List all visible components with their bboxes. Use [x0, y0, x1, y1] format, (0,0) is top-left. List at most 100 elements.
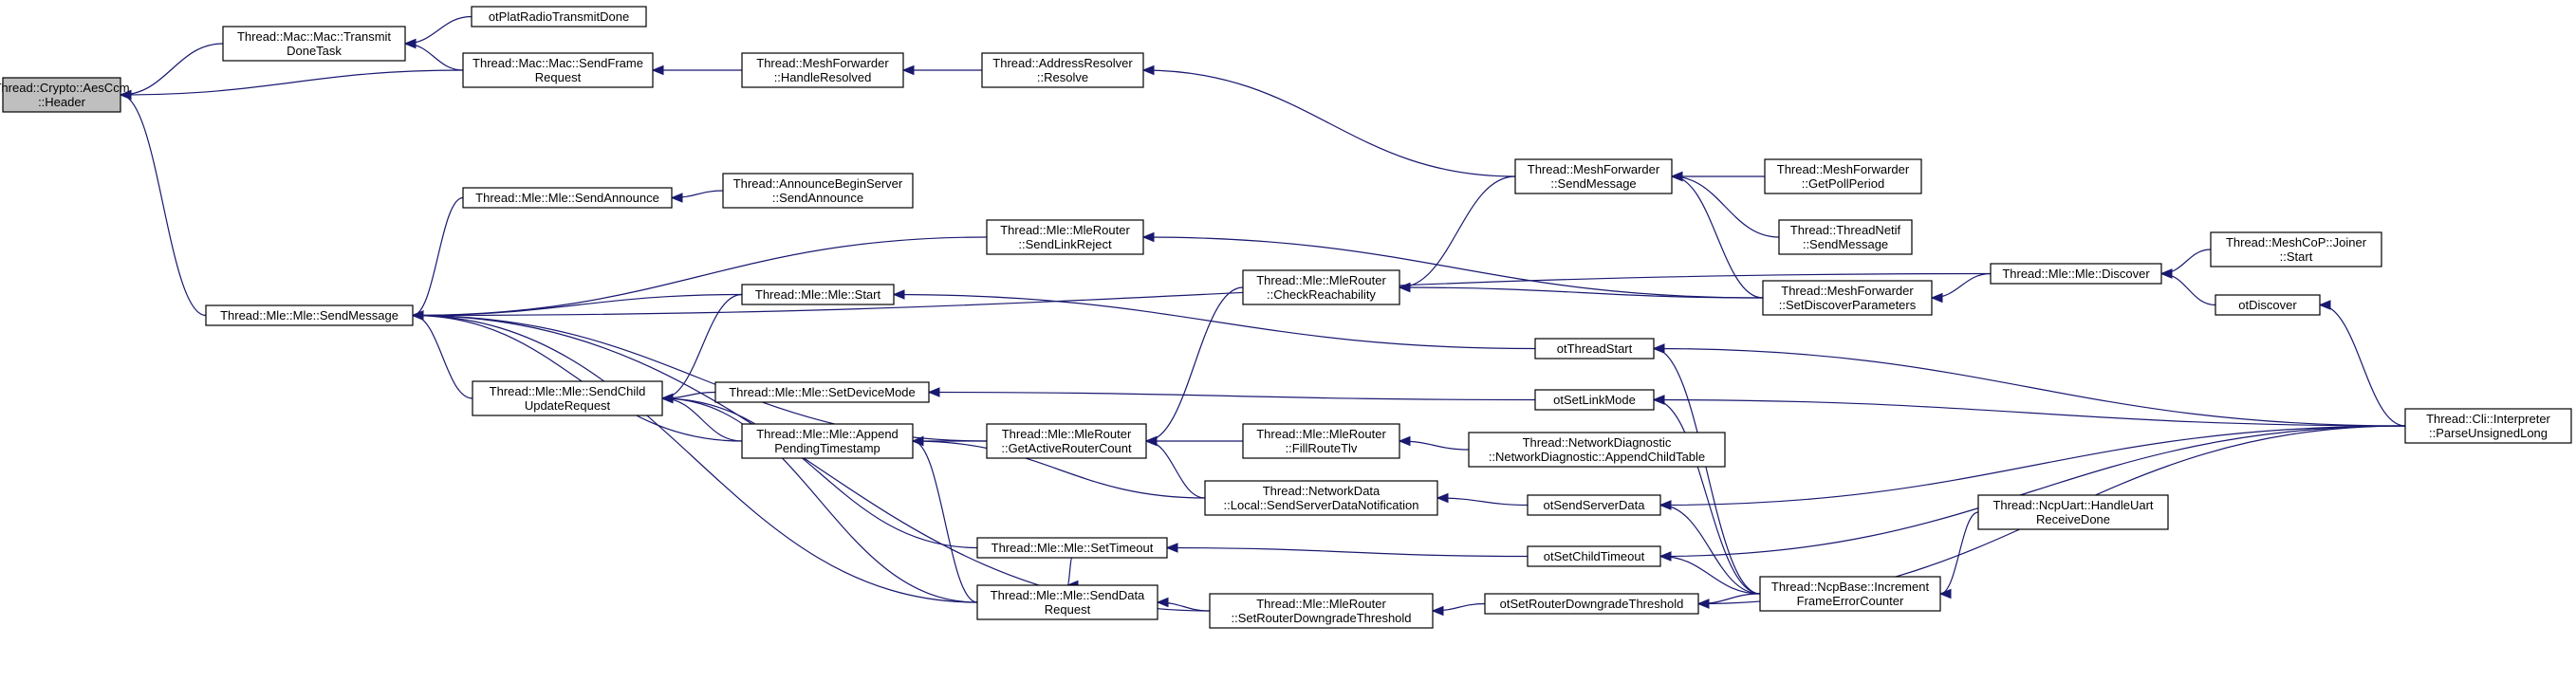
node-ot-plat-radio-transmit-done[interactable]: otPlatRadioTransmitDone	[471, 6, 647, 28]
node-box[interactable]	[1209, 593, 1434, 629]
node-mesh-send-message[interactable]: Thread::MeshForwarder::SendMessage	[1514, 158, 1673, 194]
node-box[interactable]	[1977, 494, 2169, 530]
arrowhead	[1930, 292, 1943, 304]
node-label-line: Thread::Mle::MleRouter	[1256, 273, 1386, 287]
node-label-line: Thread::AddressResolver	[992, 56, 1133, 70]
node-ot-send-server-data[interactable]: otSendServerData	[1527, 494, 1661, 516]
node-box[interactable]	[1514, 158, 1673, 194]
node-box[interactable]	[462, 187, 673, 209]
node-mle-send-announce[interactable]: Thread::Mle::Mle::SendAnnounce	[462, 187, 673, 209]
node-box[interactable]	[741, 52, 904, 88]
node-cli-parse-unsigned-long[interactable]: Thread::Cli::Interpreter::ParseUnsignedL…	[2404, 408, 2572, 444]
call-edge-ncp-increment-frame-err-to-ot-set-child-timeout	[1659, 551, 1761, 595]
call-edge-netdiag-append-child-to-mle-router-fill-route	[1398, 435, 1470, 451]
node-box[interactable]	[1527, 494, 1661, 516]
edge-line	[412, 314, 1211, 612]
node-ot-thread-start[interactable]: otThreadStart	[1534, 338, 1655, 359]
node-box[interactable]	[1204, 480, 1438, 516]
node-box[interactable]	[1762, 280, 1933, 316]
node-thread-netif-send[interactable]: Thread::ThreadNetif::SendMessage	[1778, 219, 1913, 255]
node-mle-router-check-reach[interactable]: Thread::Mle::MleRouter::CheckReachabilit…	[1242, 269, 1400, 305]
node-label-line: Thread::MeshForwarder	[1528, 162, 1660, 176]
arrowhead	[1141, 65, 1155, 76]
node-box[interactable]	[1468, 432, 1726, 468]
node-box[interactable]	[1242, 269, 1400, 305]
node-box[interactable]	[2210, 231, 2382, 267]
node-box[interactable]	[1484, 593, 1699, 615]
node-ot-set-router-downgrade[interactable]: otSetRouterDowngradeThreshold	[1484, 593, 1699, 615]
node-label-line: Thread::Mle::Mle::Start	[755, 287, 881, 302]
node-box[interactable]	[1778, 219, 1913, 255]
node-mesh-set-discover[interactable]: Thread::MeshForwarder::SetDiscoverParame…	[1762, 280, 1933, 316]
arrowhead	[670, 193, 683, 203]
node-label-line: ::ParseUnsignedLong	[2429, 426, 2548, 440]
edge-line	[1671, 175, 1780, 238]
node-box[interactable]	[976, 584, 1158, 620]
node-label-line: Thread::Mac::Mac::SendFrame	[473, 56, 643, 70]
node-box[interactable]	[981, 52, 1144, 88]
node-box[interactable]	[472, 380, 663, 416]
node-ot-set-child-timeout[interactable]: otSetChildTimeout	[1527, 545, 1661, 567]
node-box[interactable]	[1534, 338, 1655, 359]
node-box[interactable]	[976, 537, 1168, 559]
node-box[interactable]	[722, 173, 914, 209]
call-edge-mac-send-frame-request-to-mac-transmit-done	[403, 38, 464, 71]
arrowhead	[911, 435, 924, 447]
node-box[interactable]	[1990, 263, 2162, 285]
node-ot-discover[interactable]: otDiscover	[2215, 294, 2321, 316]
node-box[interactable]	[471, 6, 647, 28]
node-label-line: Thread::Mle::Mle::Discover	[2002, 267, 2150, 281]
arrowhead	[1165, 543, 1178, 553]
edge-line	[1659, 425, 2406, 507]
node-mle-router-active-count[interactable]: Thread::Mle::MleRouter::GetActiveRouterC…	[986, 423, 1147, 459]
node-mle-router-send-link-reject[interactable]: Thread::Mle::MleRouter::SendLinkReject	[986, 219, 1144, 255]
node-box[interactable]	[222, 26, 406, 62]
node-box[interactable]	[986, 423, 1147, 459]
node-box[interactable]	[462, 52, 654, 88]
node-box[interactable]	[1242, 423, 1400, 459]
node-box[interactable]	[1759, 576, 1941, 612]
node-box[interactable]	[1534, 389, 1655, 411]
node-box[interactable]	[741, 284, 895, 305]
node-mle-send-message[interactable]: Thread::Mle::Mle::SendMessage	[205, 304, 414, 326]
node-mle-set-timeout[interactable]: Thread::Mle::Mle::SetTimeout	[976, 537, 1168, 559]
node-label-line: Thread::NetworkData	[1263, 484, 1381, 498]
node-label-line: ::Start	[2280, 249, 2313, 264]
call-edge-netdata-send-server-to-mle-router-active-count	[1144, 435, 1206, 499]
node-ot-set-link-mode[interactable]: otSetLinkMode	[1534, 389, 1655, 411]
node-label-line: ::Resolve	[1037, 70, 1088, 84]
node-announce-begin-server[interactable]: Thread::AnnounceBeginServer::SendAnnounc…	[722, 173, 914, 209]
node-box[interactable]	[741, 423, 914, 459]
node-ncp-increment-frame-err[interactable]: Thread::NcpBase::IncrementFrameErrorCoun…	[1759, 576, 1941, 612]
node-aesccm-header[interactable]: Thread::Crypto::AesCcm::Header	[0, 77, 130, 113]
node-netdiag-append-child[interactable]: Thread::NetworkDiagnostic::NetworkDiagno…	[1468, 432, 1726, 468]
node-box[interactable]	[2404, 408, 2572, 444]
node-netdata-send-server[interactable]: Thread::NetworkData::Local::SendServerDa…	[1204, 480, 1438, 516]
node-mle-start[interactable]: Thread::Mle::Mle::Start	[741, 284, 895, 305]
node-mle-set-device-mode[interactable]: Thread::Mle::Mle::SetDeviceMode	[714, 381, 930, 403]
node-box[interactable]	[1527, 545, 1661, 567]
call-edge-mle-router-set-downgrade-to-mle-send-data-request	[1156, 597, 1211, 612]
node-box[interactable]	[986, 219, 1144, 255]
node-mle-router-set-downgrade[interactable]: Thread::Mle::MleRouter::SetRouterDowngra…	[1209, 593, 1434, 629]
call-edge-announce-begin-server-to-mle-send-announce	[670, 190, 724, 203]
node-box[interactable]	[2, 77, 121, 113]
node-mle-discover[interactable]: Thread::Mle::Mle::Discover	[1990, 263, 2162, 285]
node-mesh-handle-resolved[interactable]: Thread::MeshForwarder::HandleResolved	[741, 52, 904, 88]
node-box[interactable]	[1764, 158, 1922, 194]
node-mesh-get-poll-period[interactable]: Thread::MeshForwarder::GetPollPeriod	[1764, 158, 1922, 194]
node-box[interactable]	[714, 381, 930, 403]
call-graph-nodes: Thread::Crypto::AesCcm::Header Thread::Ma…	[0, 6, 2572, 629]
node-box[interactable]	[205, 304, 414, 326]
node-address-resolver-resolve[interactable]: Thread::AddressResolver::Resolve	[981, 52, 1144, 88]
node-box[interactable]	[2215, 294, 2321, 316]
node-mle-router-fill-route[interactable]: Thread::Mle::MleRouter::FillRouteTlv	[1242, 423, 1400, 459]
node-meshcop-joiner-start[interactable]: Thread::MeshCoP::Joiner::Start	[2210, 231, 2382, 267]
